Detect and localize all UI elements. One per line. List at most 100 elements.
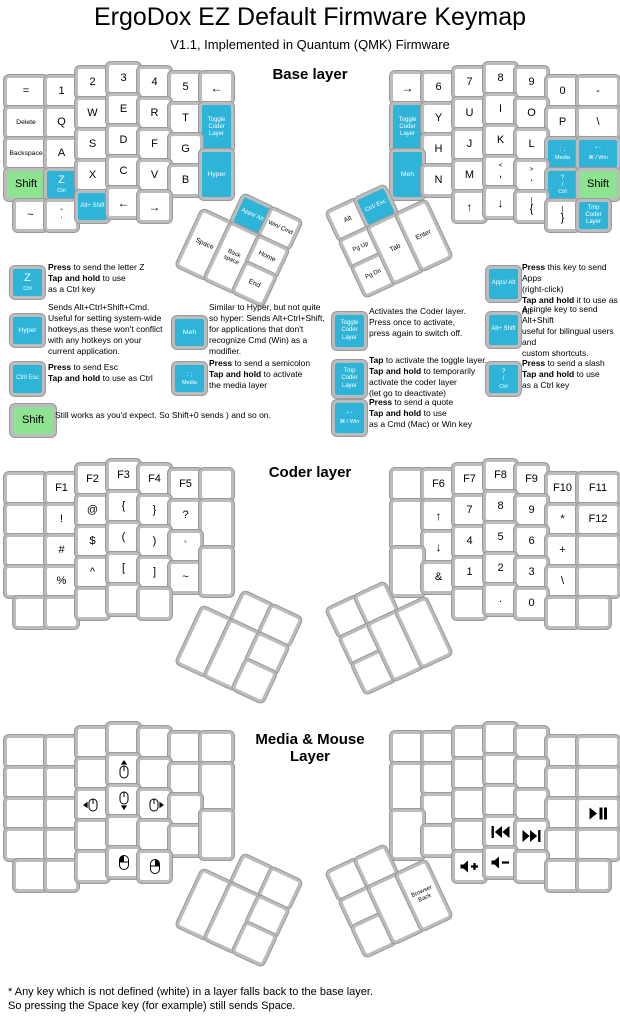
key-blank <box>168 731 203 764</box>
key-1: 1 <box>452 556 487 589</box>
mouse-rclick-icon <box>146 857 164 876</box>
key-blank: >. <box>514 159 549 192</box>
key-blank <box>44 859 79 892</box>
heading-base-layer: Base layer <box>272 66 348 83</box>
vol-down-icon <box>491 856 511 869</box>
key-blank: * <box>545 503 580 536</box>
next-track-icon <box>522 829 541 842</box>
mouse-down-icon <box>115 791 133 810</box>
key-7: 7 <box>452 494 487 527</box>
key-0: 0 <box>545 75 580 108</box>
key-9: 9 <box>514 66 549 99</box>
arrow-right-icon: → <box>148 199 161 214</box>
key-alt-shift: Alt+ Shift <box>75 190 110 223</box>
key-mouse-lclick <box>106 846 141 879</box>
key-blank: ^ <box>75 556 110 589</box>
key-blank: <, <box>483 155 518 188</box>
key-shift: Shift <box>10 404 56 437</box>
key-blank <box>576 596 611 629</box>
key-blank: \ <box>576 106 620 139</box>
key-blank <box>106 722 141 755</box>
key-2: 2 <box>483 552 518 585</box>
key-blank <box>390 546 425 597</box>
key-shift: Shift <box>4 168 48 201</box>
heading-media-mouse-layer: Media & Mouse Layer <box>255 731 365 766</box>
key-7: 7 <box>452 66 487 99</box>
key-blank <box>576 859 611 892</box>
key-toggle-coder-layer: Toggle Coder Layer <box>199 102 234 153</box>
arrow-up-icon: ↑ <box>466 199 473 214</box>
legend-text-apps-alt: Press this key to send Apps(right-click)… <box>522 262 618 316</box>
key-blank <box>421 824 456 857</box>
key-hyper: Hyper <box>199 149 234 200</box>
key-f11: F11 <box>576 472 620 505</box>
key-blank <box>44 766 79 799</box>
key-f6: F6 <box>421 468 456 501</box>
page-subtitle: V1.1, Implemented in Quantum (QMK) Firmw… <box>170 37 450 52</box>
key-p: P <box>545 106 580 139</box>
key-4: 4 <box>137 66 172 99</box>
key-9: 9 <box>514 494 549 527</box>
key-1: 1 <box>44 75 79 108</box>
key-blank <box>452 819 487 852</box>
key-blank <box>483 753 518 786</box>
legend-text-toggle-coder-layer: Activates the Coder layer.Press once to … <box>369 306 466 338</box>
key-arrow-right: → <box>390 71 425 104</box>
key-blank <box>75 850 110 883</box>
key-b: B <box>168 164 203 197</box>
key-blank <box>390 499 425 550</box>
key-2: 2 <box>75 66 110 99</box>
key-blank: ~ <box>13 199 48 232</box>
key-a: A <box>44 137 79 170</box>
key-3: 3 <box>514 556 549 589</box>
key-h: H <box>421 133 456 166</box>
key-blank: # <box>44 534 79 567</box>
key-arrow-right: → <box>137 190 172 223</box>
key-vol-down <box>483 846 518 879</box>
key-f4: F4 <box>137 463 172 496</box>
key-blank <box>199 468 234 501</box>
key-blank: ? <box>168 499 203 532</box>
key-blank: : ;Media <box>545 137 580 170</box>
key-blank: % <box>44 565 79 598</box>
key-blank <box>452 757 487 790</box>
key-w: W <box>75 97 110 130</box>
key-tmp-coder-layer: Tmp Coder Layer <box>332 360 367 398</box>
mouse-left-icon <box>83 796 102 814</box>
key-x: X <box>75 159 110 192</box>
key-blank <box>106 583 141 616</box>
key-blank: + <box>545 534 580 567</box>
key-f: F <box>137 128 172 161</box>
key-f12: F12 <box>576 503 620 536</box>
key-blank: : ;Media <box>172 362 207 395</box>
key-next-track <box>514 819 549 852</box>
key-blank <box>390 468 425 501</box>
key-blank <box>545 735 580 768</box>
key-blank: ` <box>168 530 203 563</box>
media-layer-left-half <box>4 722 234 892</box>
mouse-right-icon <box>145 796 164 814</box>
key-blank <box>545 797 580 830</box>
key-blank <box>483 784 518 817</box>
key-f2: F2 <box>75 463 110 496</box>
key-blank <box>4 534 48 567</box>
key-blank <box>4 735 48 768</box>
key-g: G <box>168 133 203 166</box>
key-blank <box>576 534 620 567</box>
key-u: U <box>452 97 487 130</box>
key-blank: ) <box>137 525 172 558</box>
key-o: O <box>514 97 549 130</box>
play-pause-icon <box>589 807 608 820</box>
key-blank <box>44 596 79 629</box>
key-arrow-up: ↑ <box>452 190 487 223</box>
key-blank <box>576 565 620 598</box>
key-blank <box>514 850 549 883</box>
key-blank <box>44 797 79 830</box>
key-blank: “ ‘⌘ / Win <box>576 137 620 170</box>
key-k: K <box>483 124 518 157</box>
key-apps-alt: Apps/ Alt <box>486 266 521 302</box>
